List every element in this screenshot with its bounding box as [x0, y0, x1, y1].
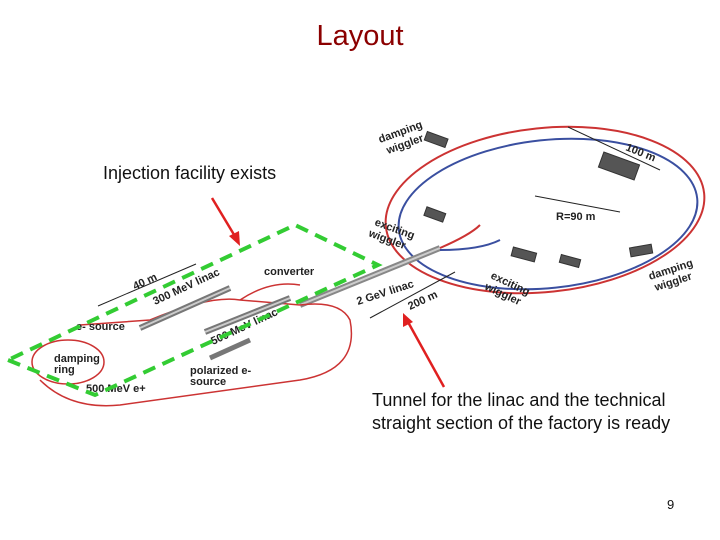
- page-title: Layout: [316, 20, 404, 52]
- tunnel-note-line-1: Tunnel for the linac and the technical: [372, 390, 666, 410]
- tunnel-note-line-2: straight section of the factory is ready: [372, 413, 671, 433]
- tunnel-arrow: [403, 313, 446, 388]
- polarized-source-label: polarized e-: [190, 365, 251, 377]
- damping-ring-label-2: ring: [54, 364, 75, 376]
- radius-label: R=90 m: [556, 211, 596, 223]
- main-ring-red: [384, 125, 706, 295]
- injection-arrow: [210, 197, 240, 246]
- page-number: 9: [667, 497, 675, 512]
- e-source-label: e- source: [76, 321, 125, 333]
- transport-line: [39, 303, 353, 407]
- damping-ring-label: damping: [54, 353, 100, 365]
- converter-label: converter: [264, 266, 315, 278]
- linac-300mev: [138, 285, 232, 331]
- polarized-source-label-2: source: [190, 376, 226, 388]
- linac-500mev-eplus-label: 500 MeV e+: [86, 383, 146, 395]
- length-200m-label: 200 m: [406, 289, 440, 313]
- main-ring-blue: [397, 137, 699, 291]
- linac-500mev: [203, 295, 292, 335]
- tunnel-note: Tunnel for the linac and the technical s…: [372, 389, 670, 435]
- magnets: [423, 130, 654, 269]
- injection-facility-outline: [2, 222, 383, 398]
- injection-note: Injection facility exists: [103, 163, 277, 183]
